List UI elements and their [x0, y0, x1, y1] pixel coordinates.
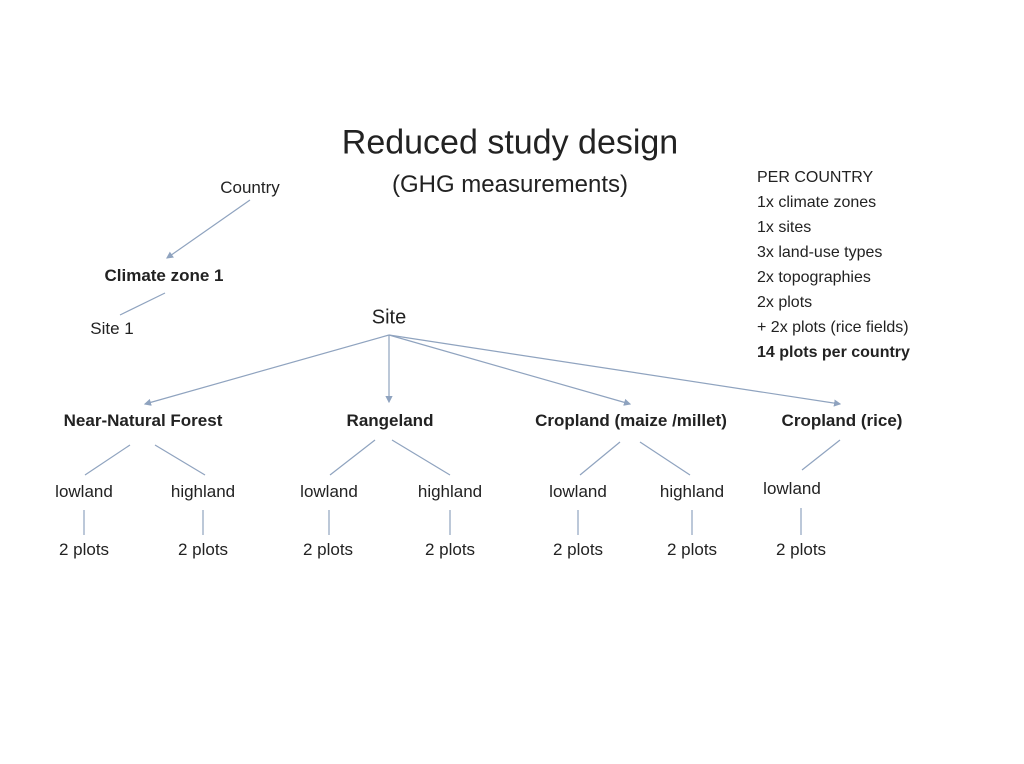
- arrow-country-to-climate: [166, 199, 251, 259]
- node-site-1: Site 1: [90, 319, 134, 338]
- node-lowland: lowland: [55, 482, 113, 501]
- node-cropland-rice: Cropland (rice): [781, 411, 903, 430]
- line-climate-to-site1: [119, 292, 166, 316]
- summary-total: 14 plots per country: [757, 344, 910, 361]
- summary-line: + 2x plots (rice fields): [757, 319, 909, 336]
- node-plots: 2 plots: [302, 540, 354, 559]
- node-lowland: lowland: [763, 479, 821, 498]
- branch-line: [639, 441, 691, 476]
- summary-line: 3x land-use types: [757, 244, 883, 261]
- branch-line: [801, 439, 841, 471]
- arrow-site-maize: [388, 334, 632, 406]
- node-near-natural-forest: Near-Natural Forest: [63, 411, 223, 430]
- node-plots: 2 plots: [177, 540, 229, 559]
- node-site: Site: [371, 306, 407, 329]
- branch-line: [154, 444, 206, 476]
- diagram-title: Reduced study design: [341, 123, 679, 162]
- node-plots: 2 plots: [552, 540, 604, 559]
- arrow-site-forest: [143, 334, 390, 406]
- summary-line: 1x sites: [757, 219, 812, 236]
- summary-line: 2x plots: [757, 294, 813, 311]
- branch-line: [84, 444, 131, 476]
- node-plots: 2 plots: [775, 540, 827, 559]
- branch-line: [579, 441, 621, 476]
- summary-line: 1x climate zones: [757, 194, 877, 211]
- node-plots: 2 plots: [424, 540, 476, 559]
- summary-block: PER COUNTRY 1x climate zones 1x sites 3x…: [757, 165, 910, 365]
- node-highland: highland: [170, 482, 236, 501]
- node-highland: highland: [417, 482, 483, 501]
- branch-line: [329, 439, 376, 476]
- node-plots: 2 plots: [666, 540, 718, 559]
- arrow-site-rice: [388, 334, 842, 407]
- summary-line: 2x topographies: [757, 269, 871, 286]
- node-country: Country: [220, 178, 280, 197]
- node-cropland-maize-millet: Cropland (maize /millet): [535, 411, 727, 430]
- node-lowland: lowland: [549, 482, 607, 501]
- summary-heading: PER COUNTRY: [757, 169, 874, 186]
- node-lowland: lowland: [300, 482, 358, 501]
- node-climate-zone: Climate zone 1: [104, 266, 224, 285]
- branch-line: [391, 439, 451, 476]
- diagram-subtitle: (GHG measurements): [391, 171, 629, 198]
- node-rangeland: Rangeland: [346, 411, 434, 430]
- node-plots: 2 plots: [58, 540, 110, 559]
- node-highland: highland: [659, 482, 725, 501]
